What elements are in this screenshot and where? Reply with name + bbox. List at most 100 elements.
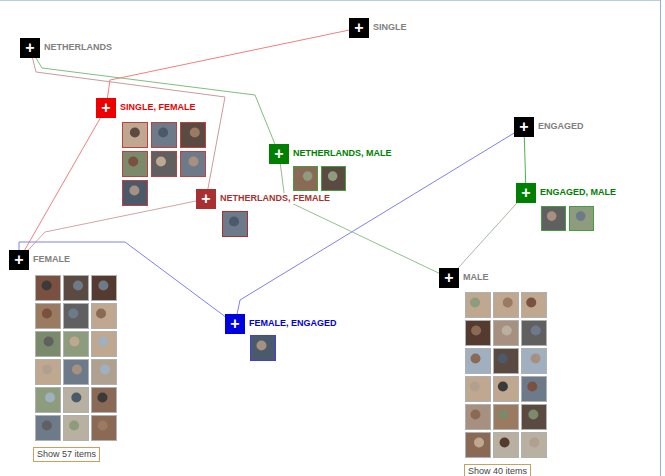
photo-face bbox=[470, 410, 480, 420]
photo-face bbox=[498, 354, 508, 364]
facet-node: +SINGLE, FEMALE bbox=[96, 98, 116, 118]
photo-thumbnail bbox=[64, 360, 89, 385]
photo-thumbnail bbox=[494, 377, 519, 402]
connector bbox=[19, 242, 225, 317]
facet-label: FEMALE, ENGAGED bbox=[247, 318, 339, 329]
photo-face bbox=[576, 211, 586, 221]
facet-node: +ENGAGED bbox=[514, 117, 534, 137]
photo-face bbox=[471, 326, 481, 336]
photo-thumbnail bbox=[494, 321, 519, 346]
facet-node: +NETHERLANDS bbox=[20, 38, 40, 58]
photo-face bbox=[156, 157, 166, 167]
photo-thumbnail bbox=[92, 416, 117, 441]
photo-face bbox=[527, 382, 537, 392]
photo-face bbox=[190, 128, 200, 138]
expand-square: + bbox=[516, 183, 536, 203]
photo-face bbox=[71, 393, 81, 403]
photo-thumbnail bbox=[570, 207, 594, 231]
facet-label: NETHERLANDS, MALE bbox=[291, 148, 394, 159]
connector bbox=[33, 58, 226, 189]
button-label: Show 40 items bbox=[464, 464, 531, 476]
connector bbox=[237, 133, 514, 314]
photo-face bbox=[69, 421, 79, 431]
photo-face bbox=[98, 337, 108, 347]
photo-thumbnail bbox=[123, 123, 148, 148]
photo-thumbnail bbox=[123, 152, 148, 177]
photo-thumbnail bbox=[36, 388, 61, 413]
photo-thumbnail bbox=[64, 416, 89, 441]
photo-face bbox=[303, 171, 313, 181]
expand-square: + bbox=[196, 189, 216, 209]
photo-thumbnail bbox=[494, 349, 519, 374]
photo-face bbox=[470, 298, 480, 308]
photo-thumbnail bbox=[494, 293, 519, 318]
photo-thumbnail bbox=[522, 377, 547, 402]
photo-face bbox=[158, 128, 168, 138]
photo-face bbox=[189, 157, 199, 167]
photo-face bbox=[42, 365, 52, 375]
photo-face bbox=[526, 298, 536, 308]
photo-thumbnail bbox=[64, 388, 89, 413]
facet-label: NETHERLANDS bbox=[42, 42, 114, 53]
facet-node: +SINGLE bbox=[349, 18, 369, 38]
photo-face bbox=[503, 298, 513, 308]
photo-thumbnail bbox=[494, 433, 519, 458]
photo-thumbnail bbox=[466, 377, 491, 402]
photo-face bbox=[528, 410, 538, 420]
photo-thumbnail bbox=[92, 360, 117, 385]
photo-face bbox=[471, 354, 481, 364]
connector bbox=[524, 137, 525, 183]
photo-thumbnail bbox=[542, 207, 566, 231]
photo-face bbox=[328, 171, 338, 181]
expand-square: + bbox=[514, 117, 534, 137]
photo-thumbnail bbox=[64, 332, 89, 357]
connector bbox=[458, 203, 517, 268]
photo-thumbnail bbox=[181, 123, 206, 148]
photo-thumbnail bbox=[466, 405, 491, 430]
photo-thumbnail bbox=[466, 349, 491, 374]
photo-thumbnail bbox=[522, 433, 547, 458]
photo-thumbnail bbox=[522, 293, 547, 318]
photo-face bbox=[42, 421, 52, 431]
photo-face bbox=[100, 365, 110, 375]
photo-face bbox=[531, 326, 541, 336]
photo-thumbnail bbox=[466, 321, 491, 346]
photo-face bbox=[98, 421, 108, 431]
photo-thumbnail bbox=[522, 349, 547, 374]
photo-face bbox=[547, 211, 557, 221]
photo-face bbox=[97, 393, 107, 403]
facet-node: +NETHERLANDS, FEMALE bbox=[196, 189, 216, 209]
frame-line bbox=[660, 0, 661, 476]
photo-face bbox=[69, 337, 79, 347]
photo-thumbnail bbox=[294, 167, 318, 191]
photo-thumbnail bbox=[64, 276, 89, 301]
facet-label: FEMALE bbox=[31, 254, 72, 265]
photo-thumbnail bbox=[64, 304, 89, 329]
photo-thumbnail bbox=[36, 360, 61, 385]
photo-face bbox=[96, 309, 106, 319]
photo-thumbnail bbox=[36, 304, 61, 329]
frame-line bbox=[0, 0, 660, 1]
photo-face bbox=[128, 157, 138, 167]
photo-thumbnail bbox=[36, 332, 61, 357]
photo-thumbnail bbox=[522, 321, 547, 346]
facet-label: NETHERLANDS, FEMALE bbox=[218, 193, 332, 204]
photo-thumbnail bbox=[92, 304, 117, 329]
photo-face bbox=[98, 281, 108, 291]
facet-node: +NETHERLANDS, MALE bbox=[269, 144, 289, 164]
photo-face bbox=[42, 281, 52, 291]
photo-face bbox=[68, 309, 78, 319]
facet-node: +MALE bbox=[439, 268, 459, 288]
expand-square: + bbox=[269, 144, 289, 164]
photo-thumbnail bbox=[92, 388, 117, 413]
photo-thumbnail bbox=[36, 416, 61, 441]
connector bbox=[25, 118, 101, 250]
photo-thumbnail bbox=[181, 152, 206, 177]
photo-face bbox=[500, 438, 510, 448]
expand-square: + bbox=[349, 18, 369, 38]
photo-face bbox=[45, 393, 55, 403]
facet-node: +FEMALE, ENGAGED bbox=[225, 314, 245, 334]
expand-square: + bbox=[9, 250, 29, 270]
photo-face bbox=[474, 438, 484, 448]
